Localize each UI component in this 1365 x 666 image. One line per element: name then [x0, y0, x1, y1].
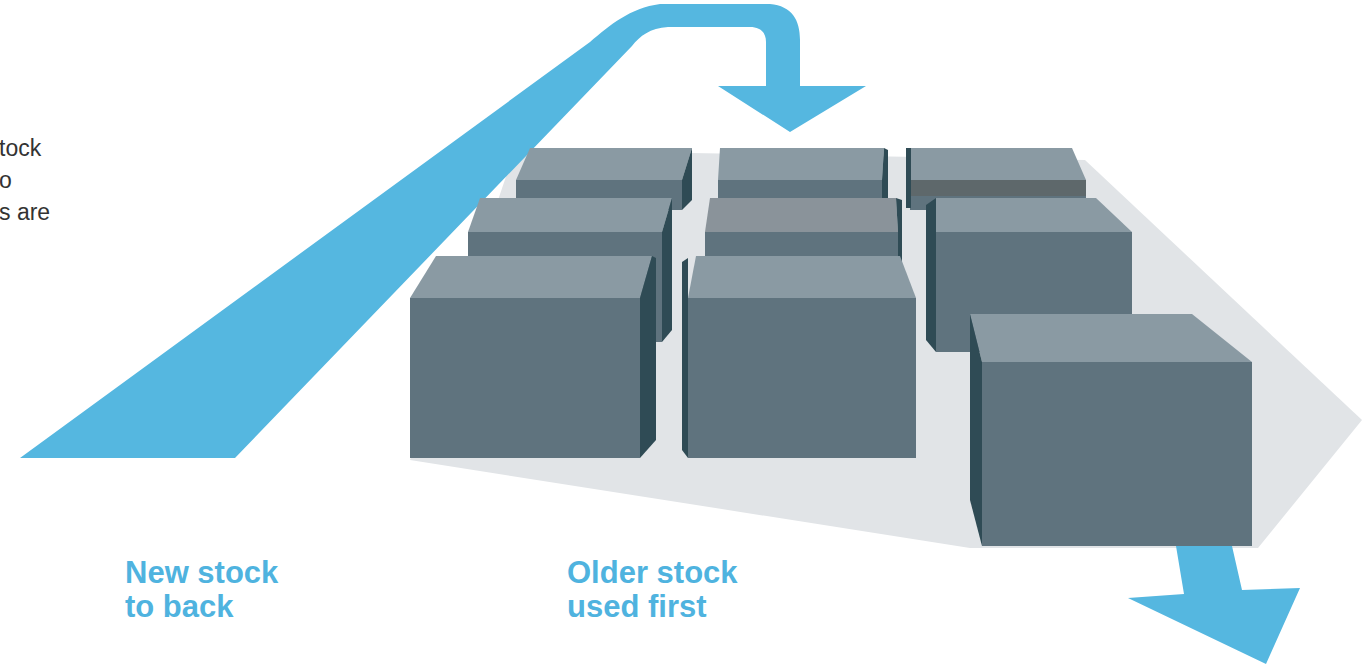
note-fragment: s are: [0, 197, 119, 227]
older-stock-arrow: [1128, 546, 1300, 664]
front-row-boxes: [410, 256, 1252, 546]
floor-shadow: [410, 150, 1362, 548]
note-fragment: o: [0, 165, 119, 195]
flow-label: New stock to back: [125, 556, 293, 624]
flow-label: Older stock used first: [567, 556, 753, 624]
note-fragment: tock: [0, 133, 119, 163]
